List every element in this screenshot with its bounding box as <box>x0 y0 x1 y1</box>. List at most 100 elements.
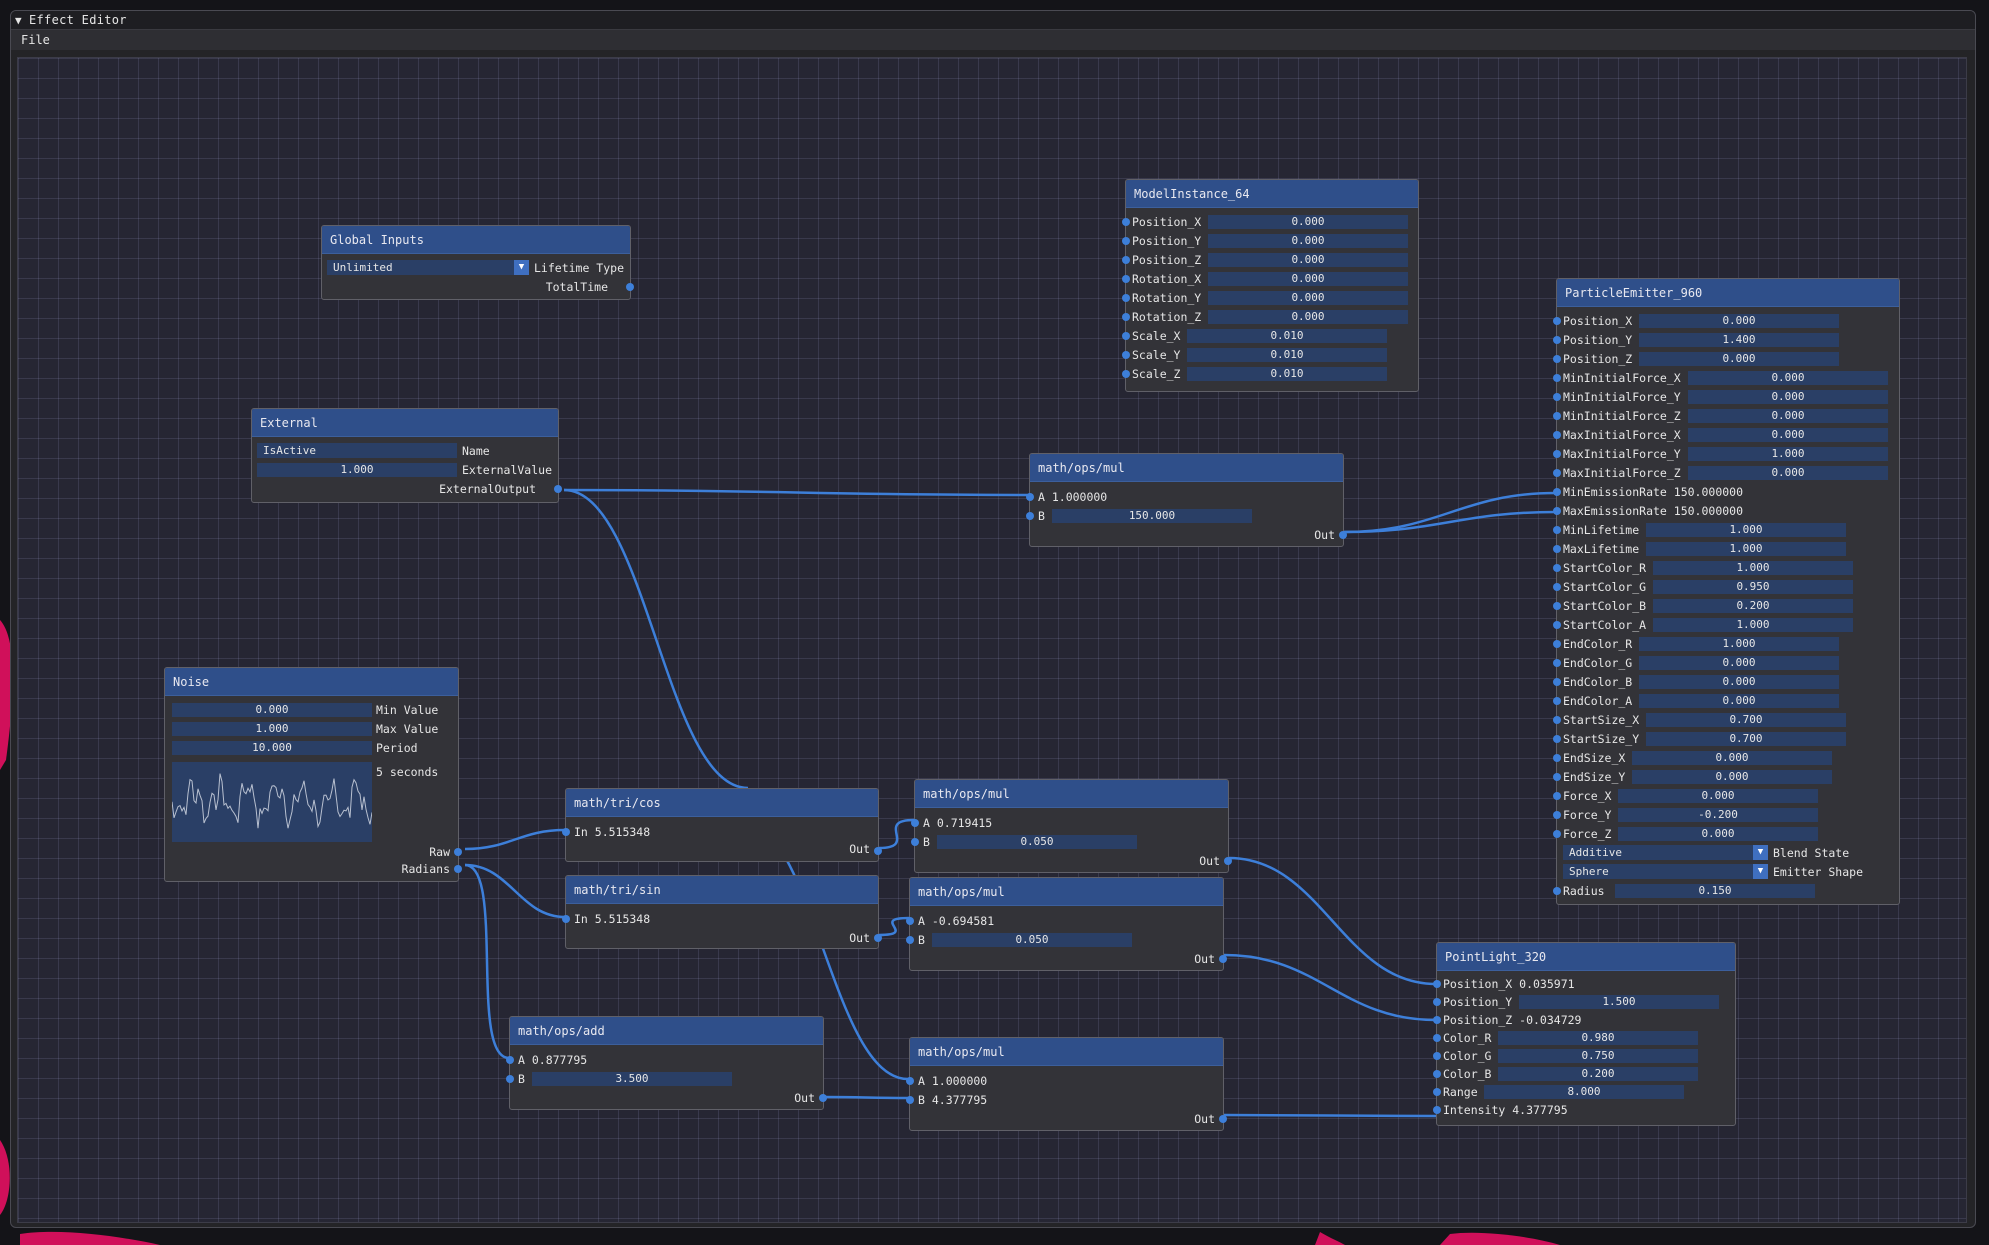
node-external[interactable]: External IsActive Name 1.000 ExternalVal… <box>251 408 562 503</box>
property-value-field[interactable]: 1.000 <box>1653 561 1853 575</box>
input-pin[interactable] <box>1553 373 1561 382</box>
property-value-field[interactable]: 0.950 <box>1653 580 1853 594</box>
property-value-field[interactable]: 0.700 <box>1646 713 1846 727</box>
node-title[interactable]: PointLight_320 <box>1437 943 1735 971</box>
input-pin[interactable] <box>1433 1034 1441 1042</box>
property-value-field[interactable]: 0.980 <box>1498 1031 1698 1045</box>
input-pin[interactable] <box>1553 430 1561 439</box>
input-pin[interactable] <box>1553 582 1561 591</box>
input-pin[interactable] <box>1553 392 1561 401</box>
input-pin[interactable] <box>1122 350 1130 359</box>
output-pin[interactable] <box>819 1093 827 1102</box>
input-pin[interactable] <box>1122 293 1130 302</box>
node-title[interactable]: math/tri/sin <box>566 876 878 904</box>
output-pin[interactable] <box>454 847 462 856</box>
output-pin[interactable] <box>874 846 882 855</box>
node-title[interactable]: External <box>252 409 558 437</box>
node-mul-intensity[interactable]: math/ops/mul A 1.000000 B 4.377795 Out <box>906 1037 1227 1131</box>
input-pin[interactable] <box>906 916 914 925</box>
b-field[interactable]: 3.500 <box>532 1072 732 1086</box>
property-value-field[interactable]: 0.000 <box>1618 827 1818 841</box>
node-title[interactable]: Noise <box>165 668 458 696</box>
input-pin[interactable] <box>1553 810 1561 819</box>
input-pin[interactable] <box>1553 715 1561 724</box>
property-value-field[interactable]: 1.400 <box>1639 333 1839 347</box>
property-value-field[interactable]: 8.000 <box>1484 1085 1684 1099</box>
property-value-field[interactable]: 0.000 <box>1688 371 1888 385</box>
property-value-field[interactable]: 0.000 <box>1208 215 1408 229</box>
input-pin[interactable] <box>1553 791 1561 800</box>
input-pin[interactable] <box>1553 563 1561 572</box>
radius-field[interactable]: 0.150 <box>1615 884 1815 898</box>
input-pin[interactable] <box>1433 1052 1441 1060</box>
input-pin[interactable] <box>1553 886 1561 895</box>
node-title[interactable]: math/tri/cos <box>566 789 878 817</box>
input-pin[interactable] <box>1433 998 1441 1006</box>
property-value-field[interactable]: 0.000 <box>1208 291 1408 305</box>
input-pin[interactable] <box>906 1095 914 1104</box>
property-value-field[interactable]: 0.000 <box>1688 409 1888 423</box>
input-pin[interactable] <box>1122 217 1130 226</box>
input-pin[interactable] <box>906 935 914 944</box>
input-pin[interactable] <box>1433 980 1441 988</box>
node-graph-canvas[interactable]: Global Inputs Unlimited ▼ Lifetime Type … <box>17 57 1967 1223</box>
property-value-field[interactable]: 0.000 <box>1208 253 1408 267</box>
property-value-field[interactable]: 0.000 <box>1639 314 1839 328</box>
window-titlebar[interactable]: ▼ Effect Editor <box>11 11 1975 30</box>
property-value-field[interactable]: 0.010 <box>1187 348 1387 362</box>
property-value-field[interactable]: 0.000 <box>1208 310 1408 324</box>
node-ops-add[interactable]: math/ops/add A 0.877795 B 3.500 Out <box>506 1016 827 1110</box>
output-pin[interactable] <box>626 282 634 291</box>
input-pin[interactable] <box>1553 449 1561 458</box>
property-value-field[interactable]: 0.000 <box>1639 656 1839 670</box>
property-value-field[interactable]: 0.200 <box>1653 599 1853 613</box>
input-pin[interactable] <box>1433 1070 1441 1078</box>
node-title[interactable]: math/ops/add <box>510 1017 823 1045</box>
input-pin[interactable] <box>1122 255 1130 264</box>
input-pin[interactable] <box>1553 734 1561 743</box>
input-pin[interactable] <box>911 818 919 827</box>
input-pin[interactable] <box>1553 601 1561 610</box>
property-value-field[interactable]: -0.200 <box>1618 808 1818 822</box>
input-pin[interactable] <box>1553 829 1561 838</box>
collapse-triangle-icon[interactable]: ▼ <box>15 13 22 27</box>
node-mul-cos[interactable]: math/ops/mul A 0.719415 B 0.050 Out <box>911 779 1232 873</box>
output-pin[interactable] <box>554 484 562 493</box>
input-pin[interactable] <box>1553 639 1561 648</box>
property-value-field[interactable]: 0.000 <box>1632 770 1832 784</box>
input-pin[interactable] <box>1553 696 1561 705</box>
input-pin[interactable] <box>506 1055 514 1064</box>
property-value-field[interactable]: 0.000 <box>1639 694 1839 708</box>
node-title[interactable]: math/ops/mul <box>910 1038 1223 1066</box>
input-pin[interactable] <box>1553 506 1561 515</box>
property-value-field[interactable]: 1.000 <box>1688 447 1888 461</box>
property-value-field[interactable]: 1.000 <box>1639 637 1839 651</box>
input-pin[interactable] <box>1553 411 1561 420</box>
output-pin[interactable] <box>1219 954 1227 963</box>
b-field[interactable]: 0.050 <box>937 835 1137 849</box>
node-title[interactable]: math/ops/mul <box>915 780 1228 808</box>
input-pin[interactable] <box>1553 335 1561 344</box>
input-pin[interactable] <box>1553 677 1561 686</box>
input-pin[interactable] <box>1553 544 1561 553</box>
input-pin[interactable] <box>1553 753 1561 762</box>
output-pin[interactable] <box>454 864 462 873</box>
input-pin[interactable] <box>1553 354 1561 363</box>
input-pin[interactable] <box>906 1076 914 1085</box>
node-tri-cos[interactable]: math/tri/cos In 5.515348 Out <box>562 788 882 862</box>
chevron-down-icon[interactable]: ▼ <box>1753 845 1768 860</box>
property-value-field[interactable]: 0.200 <box>1498 1067 1698 1081</box>
property-value-field[interactable]: 0.000 <box>1688 428 1888 442</box>
menu-file[interactable]: File <box>21 33 50 47</box>
input-pin[interactable] <box>1026 511 1034 520</box>
b-field[interactable]: 0.050 <box>932 933 1132 947</box>
property-value-field[interactable]: 1.500 <box>1519 995 1719 1009</box>
property-value-field[interactable]: 1.000 <box>1646 542 1846 556</box>
node-mul-emission[interactable]: math/ops/mul A 1.000000 B 150.000 Out <box>1026 453 1347 547</box>
min-value-field[interactable]: 0.000 <box>172 703 372 717</box>
input-pin[interactable] <box>1433 1088 1441 1096</box>
input-pin[interactable] <box>562 914 570 923</box>
